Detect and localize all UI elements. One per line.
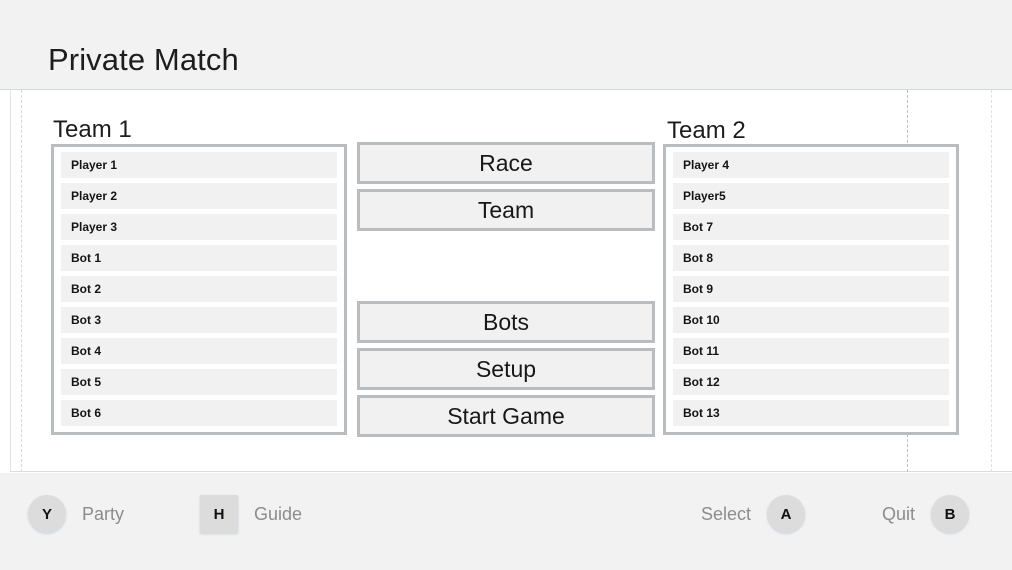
list-item[interactable]: Bot 1 — [61, 245, 337, 271]
list-item[interactable]: Player 4 — [673, 152, 949, 178]
page-title: Private Match — [48, 42, 239, 77]
team1-label: Team 1 — [53, 116, 132, 143]
button-h-icon: H — [200, 495, 238, 533]
hint-party-label: Party — [82, 504, 125, 524]
list-item[interactable]: Bot 8 — [673, 245, 949, 271]
button-b-icon: B — [931, 495, 970, 533]
hint-party[interactable]: Y Party — [28, 494, 124, 534]
hint-quit[interactable]: Quit B — [882, 494, 970, 534]
hint-select-label: Select — [701, 504, 752, 524]
list-item[interactable]: Bot 13 — [673, 400, 949, 426]
footer-hint-bar: Y Party H Guide Select A Quit B — [0, 473, 1012, 570]
hint-guide-label: Guide — [254, 504, 303, 524]
list-item[interactable]: Bot 3 — [61, 307, 337, 333]
list-item[interactable]: Player 1 — [61, 152, 337, 178]
team1-roster-list[interactable]: Player 1 Player 2 Player 3 Bot 1 Bot 2 B… — [51, 144, 347, 435]
hint-guide[interactable]: H Guide — [200, 494, 302, 534]
list-item[interactable]: Bot 2 — [61, 276, 337, 302]
setup-button[interactable]: Setup — [357, 348, 655, 390]
team2-label: Team 2 — [667, 117, 746, 144]
list-item[interactable]: Player 3 — [61, 214, 337, 240]
button-a-icon: A — [767, 495, 806, 533]
list-item[interactable]: Bot 5 — [61, 369, 337, 395]
team-button[interactable]: Team — [357, 189, 655, 231]
list-item[interactable]: Bot 4 — [61, 338, 337, 364]
hint-select[interactable]: Select A — [701, 494, 806, 534]
list-item[interactable]: Bot 10 — [673, 307, 949, 333]
list-item[interactable]: Bot 9 — [673, 276, 949, 302]
list-item[interactable]: Bot 6 — [61, 400, 337, 426]
hint-quit-label: Quit — [882, 504, 916, 524]
list-item[interactable]: Player5 — [673, 183, 949, 209]
header-bar: Private Match — [0, 0, 1012, 90]
list-item[interactable]: Bot 12 — [673, 369, 949, 395]
match-menu: Race Team Bots Setup Start Game — [357, 142, 655, 442]
team2-roster-list[interactable]: Player 4 Player5 Bot 7 Bot 8 Bot 9 Bot 1… — [663, 144, 959, 435]
list-item[interactable]: Bot 11 — [673, 338, 949, 364]
guide-line-right — [991, 90, 992, 472]
list-item[interactable]: Bot 7 — [673, 214, 949, 240]
race-button[interactable]: Race — [357, 142, 655, 184]
start-game-button[interactable]: Start Game — [357, 395, 655, 437]
bots-button[interactable]: Bots — [357, 301, 655, 343]
button-y-icon: Y — [28, 495, 66, 533]
list-item[interactable]: Player 2 — [61, 183, 337, 209]
match-content-area: Team 1 Player 1 Player 2 Player 3 Bot 1 … — [10, 90, 1012, 472]
guide-line-left — [21, 90, 22, 472]
